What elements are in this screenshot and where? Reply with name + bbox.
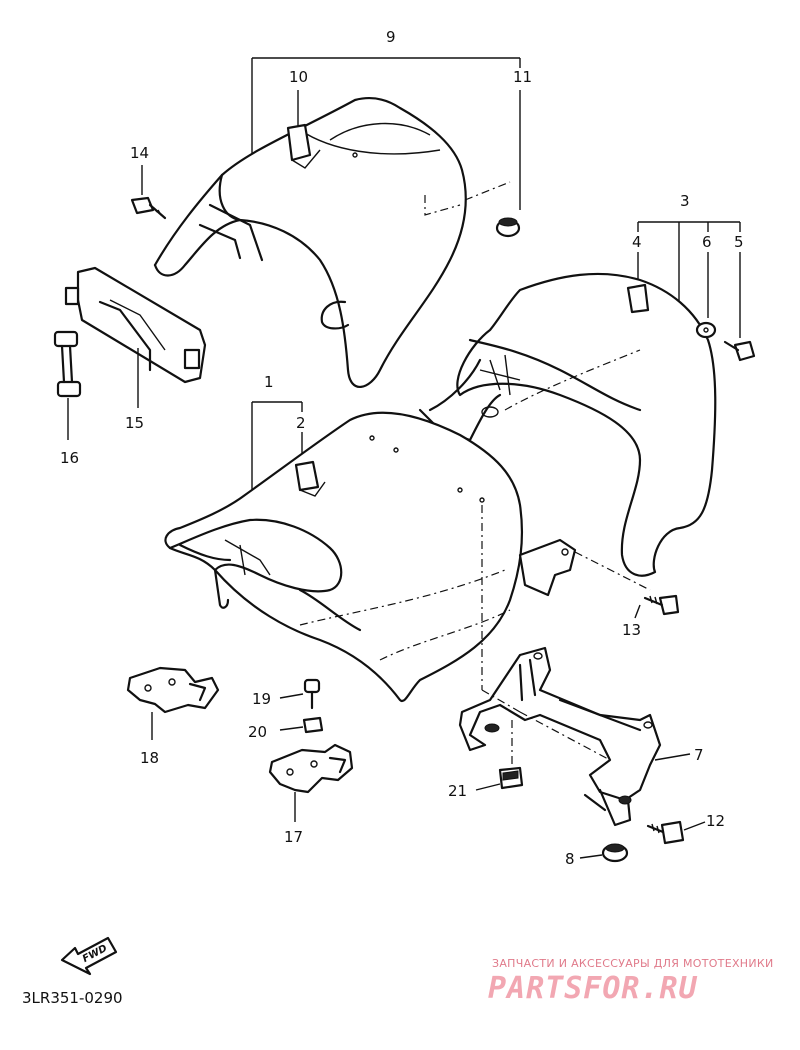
callout-9: 9	[386, 28, 396, 46]
hinge-17	[268, 743, 354, 822]
callout-21: 21	[448, 782, 467, 800]
bolt-5	[723, 340, 756, 362]
nut-21	[475, 720, 524, 791]
grommet-11	[495, 217, 521, 238]
bolt-13	[634, 594, 680, 619]
callout-16: 16	[60, 449, 79, 467]
callout-11: 11	[513, 68, 532, 86]
callout-18: 18	[140, 749, 159, 767]
callout-15: 15	[125, 414, 144, 432]
fwd-arrow-icon: FWD	[60, 936, 118, 976]
hinge-18	[126, 666, 220, 740]
bolt-14	[130, 165, 167, 220]
callout-13: 13	[622, 621, 641, 639]
callout-10: 10	[289, 68, 308, 86]
callout-19: 19	[252, 690, 271, 708]
diagram-code: 3LR351-0290	[22, 989, 123, 1007]
nut-20	[279, 716, 324, 734]
bolt-19	[279, 678, 321, 710]
callout-3: 3	[680, 192, 690, 210]
callout-17: 17	[284, 828, 303, 846]
callout-7: 7	[694, 746, 704, 764]
callout-6: 6	[702, 233, 712, 251]
grommet-8	[579, 843, 629, 863]
callout-8: 8	[565, 850, 575, 868]
watermark-tagline: ЗАПЧАСТИ И АКСЕССУАРЫ ДЛЯ МОТОТЕХНИКИ	[492, 957, 774, 970]
seat-frame-bracket-7	[458, 646, 691, 827]
callout-2: 2	[296, 414, 306, 432]
callout-20: 20	[248, 723, 267, 741]
strap-16	[53, 330, 82, 440]
bolt-12	[646, 820, 706, 845]
watermark-brand: PARTSFOR.RU	[488, 971, 698, 1006]
bracket-plate-15	[64, 266, 207, 408]
callout-1: 1	[264, 373, 274, 391]
callout-5: 5	[734, 233, 744, 251]
front-seat-1	[164, 411, 524, 703]
callout-4: 4	[632, 233, 642, 251]
washer-6	[695, 321, 717, 339]
callout-14: 14	[130, 144, 149, 162]
side-bracket	[518, 538, 651, 597]
callout-12: 12	[706, 812, 725, 830]
rear-seat-9	[153, 97, 511, 388]
